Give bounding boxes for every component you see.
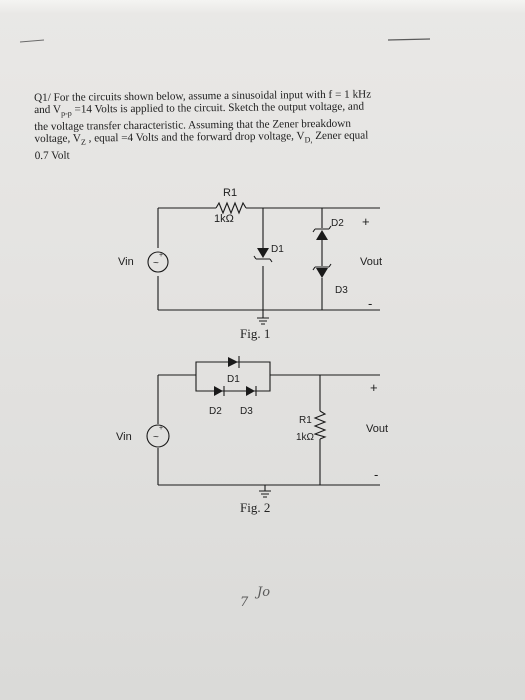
fig1-ground-symbol [257,317,269,325]
fig1-r1-value: 1kΩ [214,213,234,225]
fig2-vout-label: Vout [366,423,388,435]
fig2-circuit [157,361,380,498]
fig2-d3-label: D3 [240,406,253,417]
page-mark [387,38,431,41]
page-mark [19,39,45,43]
fig2-ground-symbol [259,485,271,498]
fig2-r1-value: 1kΩ [296,432,315,443]
fig2-d2-label: D2 [209,406,222,417]
fig1-d2-label: D2 [331,218,344,229]
fig2-d3-diode [246,386,255,396]
fig1-d3-diode [316,268,328,278]
fig2-d1-diode [228,357,238,367]
fig1-d2-diode [316,230,328,240]
fig1-ac-source-icon [147,251,169,273]
fig1-r1-label: R1 [223,187,237,199]
fig1-vin-label: Vin [118,256,134,268]
fig1-vout-label: Vout [360,256,382,268]
fig1-caption: Fig. 1 [240,326,270,341]
fig1-plus-terminal: + [362,214,370,229]
fig1-d1-bar [253,255,273,263]
fig2-caption: Fig. 2 [240,500,270,515]
paper-top-edge [0,0,525,14]
handwritten-mark: Jo [254,585,270,600]
handwritten-mark: 7 [240,595,249,610]
fig1-circuit [157,207,380,325]
fig2-ac-source-icon [146,424,170,448]
fig1-source-plus: + [159,252,163,259]
fig2-d2-diode [214,386,223,396]
fig2-plus-terminal: + [370,380,378,395]
fig2-ac-source-icon: ~ [153,432,159,443]
fig2-r1-label: R1 [299,415,312,426]
fig2-vin-label: Vin [116,431,132,443]
fig2-source-plus: + [159,425,163,432]
fig2-r1-resistor [313,410,327,440]
fig2-minus-terminal: - [374,467,378,482]
fig1-d3-label: D3 [335,285,348,296]
fig1-d3-bar [312,263,332,271]
fig1-d1-label: D1 [271,244,284,255]
fig1-d2-bar [312,225,332,233]
fig1-r1-resistor [215,201,247,215]
fig1-d1-diode [257,248,269,258]
fig2-wire [195,375,271,392]
fig2-d1-label: D1 [227,374,240,385]
fig1-ac-source-icon: ~ [153,258,159,269]
fig1-minus-terminal: - [368,296,372,311]
